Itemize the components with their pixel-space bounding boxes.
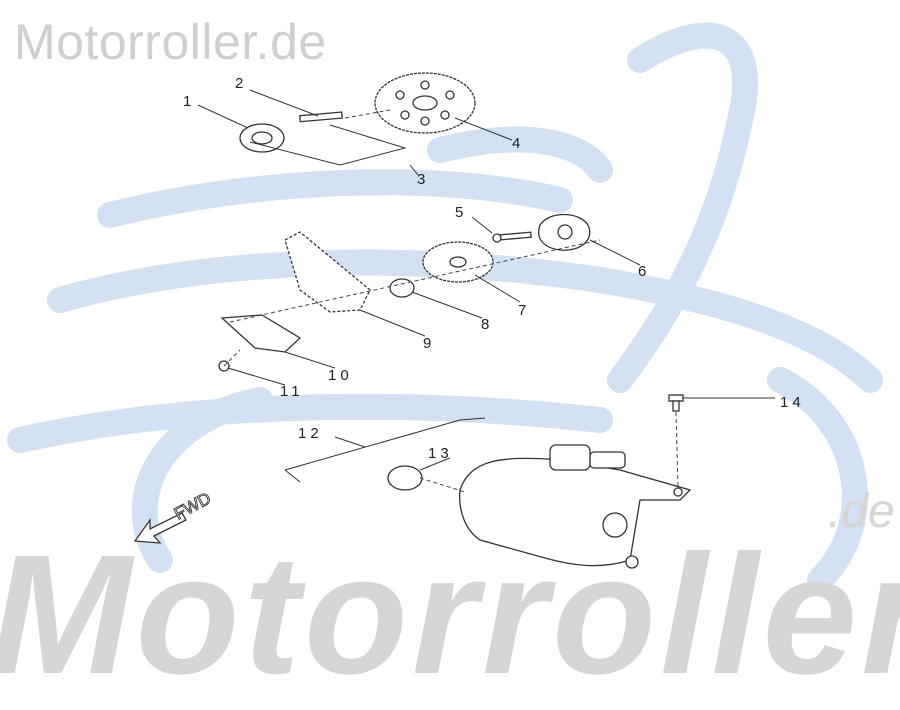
callout-7: 7 xyxy=(518,302,530,319)
watermark-top: Motorroller.de xyxy=(14,14,327,70)
part-13-o-ring xyxy=(387,465,423,491)
callout-3: 3 xyxy=(417,171,429,188)
watermark-suffix: .de xyxy=(828,485,895,538)
fwd-label: FWD xyxy=(171,489,214,524)
part-10-cover xyxy=(220,314,302,353)
callout-9: 9 xyxy=(423,335,435,352)
part-14-bolt xyxy=(668,394,684,412)
forward-arrow: FWD xyxy=(133,488,215,544)
part-12-starter-motor xyxy=(459,444,692,569)
exploded-view: 1 2 3 4 5 6 7 8 9 10 11 12 13 14 FWD xyxy=(133,72,805,569)
part-4-gear xyxy=(374,72,476,134)
callout-11: 11 xyxy=(280,383,304,400)
part-8-washer xyxy=(389,278,415,298)
callout-4: 4 xyxy=(512,135,524,152)
callout-8: 8 xyxy=(481,316,493,333)
part-5-bolt xyxy=(492,231,532,243)
watermark-bottom: Motorroller xyxy=(0,520,900,710)
part-1-gear xyxy=(239,123,285,153)
callout-12: 12 xyxy=(298,425,323,442)
callout-6: 6 xyxy=(638,263,650,280)
callout-1: 1 xyxy=(183,93,195,110)
part-7-gear xyxy=(422,241,494,283)
part-2-pin xyxy=(299,111,343,123)
part-6-oil-pump xyxy=(538,213,591,251)
callout-14: 14 xyxy=(780,394,805,411)
callout-13: 13 xyxy=(428,445,453,462)
parts-diagram: Motorroller.de Motorroller .de xyxy=(0,14,900,710)
scooter-watermark-graphic xyxy=(7,22,883,593)
callout-2: 2 xyxy=(235,75,247,92)
callout-5: 5 xyxy=(455,204,467,221)
callout-10: 10 xyxy=(328,367,353,384)
